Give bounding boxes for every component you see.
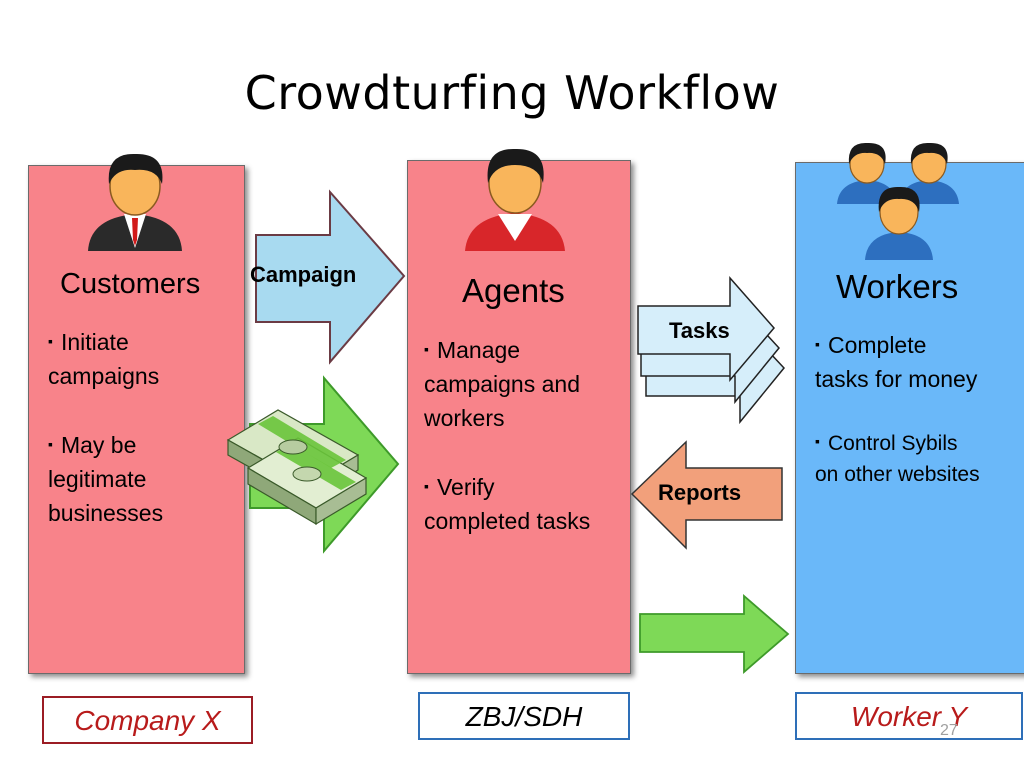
bullet-marker: ▪ [424,478,429,494]
bullet-marker: ▪ [815,433,820,449]
customer-person-icon [88,153,182,251]
customers-bullets: ▪Initiate campaigns ▪May be legitimate b… [48,324,218,564]
bullet-marker: ▪ [48,333,53,349]
agents-bullets: ▪Manage campaigns and workers ▪Verify co… [424,332,594,572]
money-stack-icon [226,409,368,526]
bullet-text: May be legitimate businesses [48,432,164,526]
workers-bullets: ▪Complete tasks for money ▪Control Sybil… [815,327,985,524]
reports-label: Reports [658,480,742,505]
page-number: 27 [940,722,958,739]
bullet-text: Control Sybils on other websites [815,432,980,486]
customers-heading: Customers [60,268,201,300]
bullet-marker: ▪ [815,336,820,352]
bullet-item: ▪Verify completed tasks [424,469,594,538]
tasks-label: Tasks [669,318,730,343]
campaign-arrow [255,189,406,365]
bullet-item: ▪Initiate campaigns [48,324,218,393]
bullet-text: Manage campaigns and workers [424,337,580,431]
agents-heading: Agents [462,272,565,309]
payment-arrow [639,594,790,674]
agent-person-icon [465,148,565,251]
bullet-item: ▪Complete tasks for money [815,327,985,396]
reports-arrow [630,440,783,550]
zbj-sdh-box: ZBJ/SDH [418,692,630,740]
tasks-arrow-stack [637,276,785,425]
workers-heading: Workers [836,268,959,305]
bullet-marker: ▪ [48,436,53,452]
bullet-marker: ▪ [424,341,429,357]
bullet-text: Complete tasks for money [815,332,978,392]
bullet-item: ▪Manage campaigns and workers [424,332,594,435]
bullet-item: ▪Control Sybils on other websites [815,426,985,490]
campaign-label: Campaign [250,262,357,287]
bullet-text: Verify completed tasks [424,474,591,534]
slide-title: Crowdturfing Workflow [244,66,780,120]
bullet-text: Initiate campaigns [48,329,160,389]
worker-group-icon [837,142,959,260]
worker-y-box: Worker Y [795,692,1023,740]
company-x-box: Company X [42,696,253,744]
bullet-item: ▪May be legitimate businesses [48,427,218,530]
